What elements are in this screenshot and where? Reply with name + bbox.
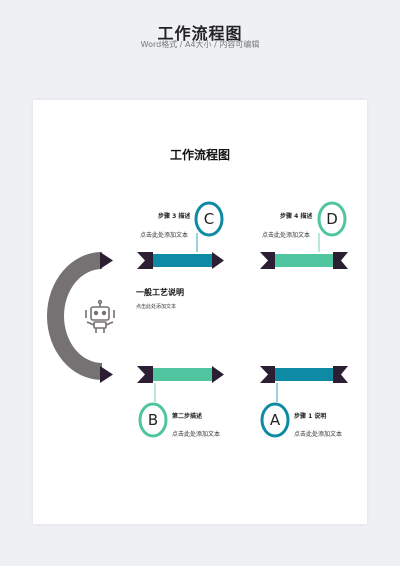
ribbon-top-left-tail — [137, 252, 153, 269]
ribbon-bottom-left-head — [212, 366, 224, 383]
step-c-letter: C — [203, 210, 215, 228]
step-d-label: 步骤 4 描述 — [280, 213, 313, 220]
document-title: 工作流程图 — [169, 148, 230, 162]
step-circle-a — [260, 402, 290, 438]
main-process-desc: 点击此处添加文本 — [136, 304, 177, 310]
header-subtitle: Word格式 / A4大小 / 内容可编辑 — [140, 40, 260, 49]
ribbon-bottom-left-tip — [100, 366, 113, 383]
main-process-title: 一般工艺说明 — [136, 288, 184, 297]
ribbon-top-left-head — [212, 252, 224, 269]
step-d-letter: D — [326, 210, 338, 228]
process-arc — [47, 252, 102, 380]
step-circle-b — [138, 402, 168, 438]
step-b-label: 第二步描述 — [172, 413, 203, 420]
robot-icon — [85, 299, 115, 333]
ribbon-bottom-right-bar — [275, 368, 333, 381]
step-b-desc: 点击此处添加文本 — [172, 431, 221, 438]
step-a-label: 步骤 1 说明 — [294, 413, 327, 420]
ribbon-bottom-left-tail — [137, 366, 153, 383]
ribbon-bottom-left-bar — [153, 368, 212, 381]
flowchart-graphic — [47, 201, 348, 438]
document-page[interactable]: 工作流程图 步骤 3 描述 点击此处添加文本 C 步骤 4 描述 点击此处添加文… — [33, 100, 367, 524]
header-title: 工作流程图 — [157, 24, 243, 43]
ribbon-top-left-bar — [153, 254, 212, 267]
ribbon-bottom-right-head — [333, 366, 348, 383]
step-b-letter: B — [147, 411, 159, 429]
step-circle-d — [317, 201, 347, 237]
ribbon-top-right-tail — [260, 252, 275, 269]
step-d-desc: 点击此处添加文本 — [262, 232, 311, 239]
step-c-desc: 点击此处添加文本 — [140, 232, 189, 239]
step-circle-c — [194, 201, 224, 237]
ribbon-top-right-bar — [275, 254, 333, 267]
ribbon-bottom-right-tail — [260, 366, 275, 383]
ribbon-top-right-head — [333, 252, 348, 269]
ribbon-top-left-tip — [100, 252, 113, 269]
step-a-desc: 点击此处添加文本 — [294, 431, 343, 438]
step-a-letter: A — [269, 411, 281, 429]
step-c-label: 步骤 3 描述 — [158, 213, 191, 220]
